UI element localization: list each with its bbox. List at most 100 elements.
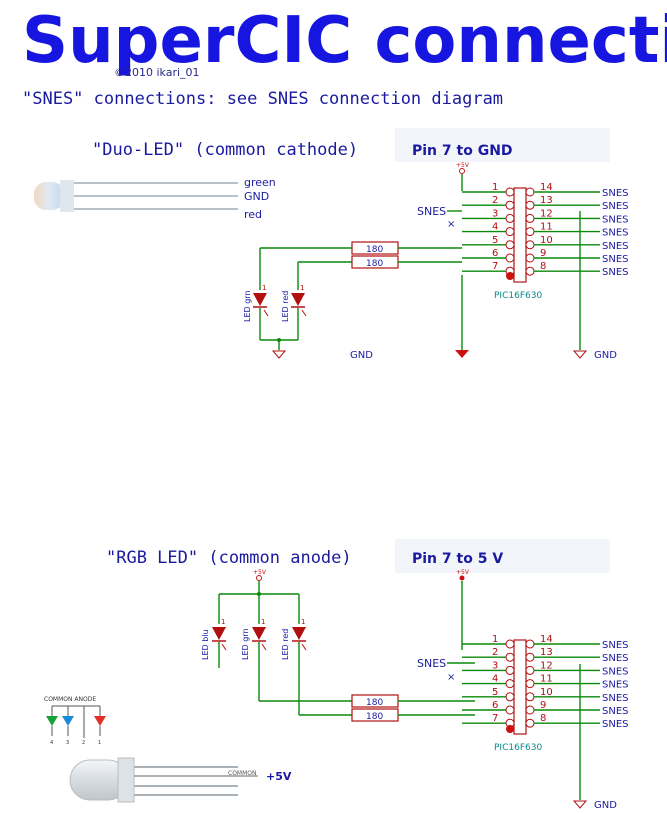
duo-pin-pad [505,240,515,250]
rgb-supply-label-right: +5V [456,569,470,576]
rgb-pin-number-left: 4 [492,674,498,685]
rgb-pin-pad [505,652,515,662]
duo-led-green-pin: 1 [262,284,266,292]
rgb-chip-label: PIC16F630 [494,743,542,753]
duo-snes-right-label: SNES [602,254,629,265]
rgb-led-green-symbol [252,627,267,651]
rgb-pin-pad [525,679,535,689]
duo-pin-pad [525,240,535,250]
rgb-pin-number-left: 7 [492,713,498,724]
duo-pin-pad [505,227,515,237]
duo-led-green-symbol [253,293,269,317]
duo-led-drawing [34,180,238,212]
page-title: SuperCIC connections [22,4,667,78]
rgb-supply-terminal-left [256,575,262,581]
rgb-snes-right-label: SNES [602,680,629,691]
duo-pin-number-right: 10 [540,235,553,246]
rgb-pin-number-left: 3 [492,660,498,671]
duo-heading: "Duo-LED" (common cathode) [92,140,358,160]
duo-note-box [395,128,610,162]
rgb-led-green-name: LED grn [241,628,250,660]
rgb-pin-pad [525,652,535,662]
rgb-gnd-label: GND [594,800,617,811]
rgb-snes-right-label: SNES [602,640,629,651]
duo-led-label-gnd: GND [244,190,269,203]
rgb-nc-mark: × [447,672,455,683]
duo-led-red-pin: 1 [300,284,304,292]
duo-pin-number-right: 9 [540,248,546,259]
rgb-resistor-2-value: 180 [366,712,383,722]
rgb-led-blue-name: LED blu [201,629,210,660]
duo-pin-pad [505,187,515,197]
rgb-pin-number-right: 12 [540,660,553,671]
duo-resistor-1-value: 180 [366,245,383,255]
duo-snes-right-label: SNES [602,188,629,199]
duo-pin-pad [525,187,535,197]
rgb-pin-number-right: 11 [540,674,553,685]
duo-led-section: "Duo-LED" (common cathode) Pin 7 to GND … [34,128,629,361]
duo-pin-number-left: 2 [492,195,498,206]
pinout-number-3: 3 [66,740,69,746]
rgb-snes-right-label: SNES [602,706,629,717]
duo-pin-number-right: 11 [540,222,553,233]
rgb-heading: "RGB LED" (common anode) [106,548,352,568]
rgb-pin-number-left: 2 [492,647,498,658]
rgb-snes-right-label: SNES [602,666,629,677]
rgb-led-blue-symbol [212,627,227,651]
rgb-pin-pad [525,692,535,702]
rgb-note-box [395,539,610,573]
duo-gnd-triangle-filled [455,350,469,358]
pinout-number-4: 4 [50,740,53,746]
duo-pin-pad [505,200,515,210]
rgb-note: Pin 7 to 5 V [412,551,503,567]
rgb-snes-right-label: SNES [602,719,629,730]
rgb-pin-pad [505,705,515,715]
rgb-led-red-pin: 1 [301,618,305,626]
rgb-led-section: "RGB LED" (common anode) Pin 7 to 5 V +5… [44,539,629,811]
pinout-number-1: 1 [98,740,101,746]
duo-nc-mark: × [447,219,455,230]
duo-pin-number-left: 3 [492,208,498,219]
duo-pin-pad [525,200,535,210]
duo-pin-number-right: 14 [540,182,553,193]
duo-snes-right-label: SNES [602,241,629,252]
duo-pin-number-right: 13 [540,195,553,206]
rgb-gnd-symbol [572,800,588,809]
rgb-pin-pad [525,718,535,728]
duo-pin-number-right: 8 [540,261,546,272]
duo-led-red-name: LED red [281,291,290,322]
rgb-pin-pad [505,665,515,675]
rgb-pin-pad [525,665,535,675]
rgb-plus5-label: +5V [266,770,292,783]
duo-snes-right-label: SNES [602,214,629,225]
duo-pin-number-left: 1 [492,182,498,193]
rgb-led-drawing [69,757,258,803]
rgb-resistor-1-value: 180 [366,698,383,708]
rgb-led-blue-pin: 1 [221,618,225,626]
duo-chip-label: PIC16F630 [494,291,542,301]
rgb-pin-number-right: 13 [540,647,553,658]
rgb-snes-left-label: SNES [417,657,446,670]
rgb-pin-number-right: 9 [540,700,546,711]
duo-pin-pad [525,213,535,223]
common-anode-label: COMMON ANODE [44,696,96,703]
duo-led-label-green: green [244,176,276,189]
rgb-pin-number-right: 14 [540,634,553,645]
rgb-pin-pad [505,692,515,702]
duo-pin-pad [525,266,535,276]
rgb-led-green-pin: 1 [261,618,265,626]
duo-led-red-symbol [291,293,307,317]
duo-pin-pad [505,253,515,263]
common-anode-pinout: COMMON ANODE 4 3 2 1 [44,696,106,746]
rgb-pin-pad [505,639,515,649]
duo-supply-terminal [459,168,465,174]
rgb-pin-pad [525,705,535,715]
rgb-led-red-symbol [292,627,307,651]
copyright-note: ©2010 ikari_01 [114,66,200,79]
duo-supply-label: +5V [456,162,470,169]
rgb-pin-number-right: 8 [540,713,546,724]
rgb-pin-pad [525,639,535,649]
duo-snes-left-label: SNES [417,205,446,218]
